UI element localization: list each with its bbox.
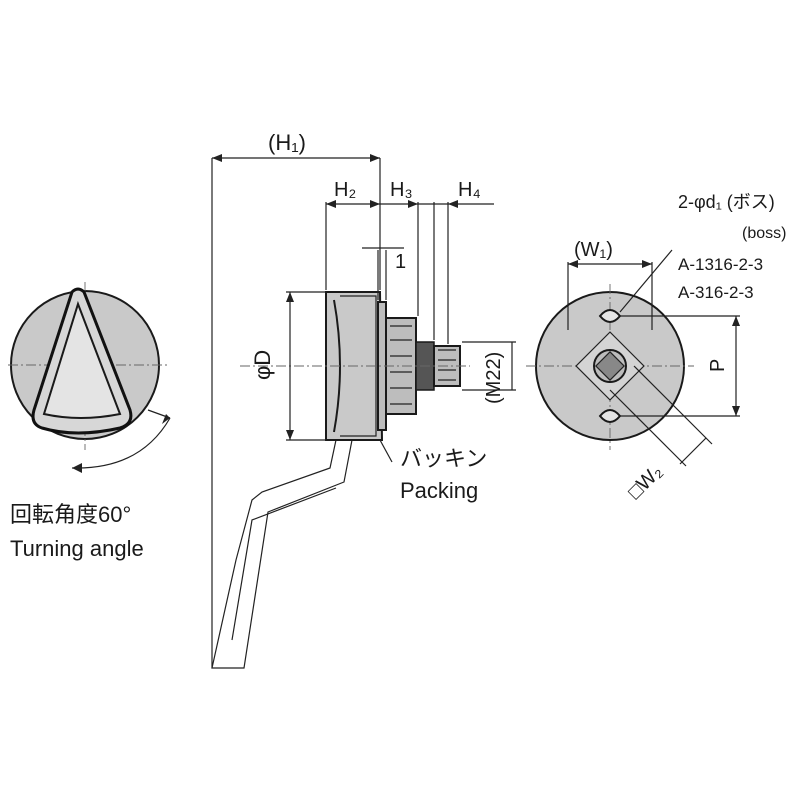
h4-label: H₄ bbox=[458, 179, 481, 201]
grip-triangle-inner bbox=[42, 300, 122, 419]
w1-arrow-right bbox=[642, 260, 652, 268]
side-view: (H₁) H₂ H₃ H₄ 1 φD (M22) バッキン Pac bbox=[211, 130, 516, 669]
p-label: P bbox=[707, 359, 729, 372]
boss-jp-label: 2-φd₁ (ボス) bbox=[678, 192, 775, 212]
arc-arrow-left bbox=[72, 463, 82, 473]
front-view: 回転角度60° Turning angle bbox=[8, 282, 171, 561]
model-a-label: A-1316-2-3 bbox=[678, 255, 763, 274]
model-b-label: A-316-2-3 bbox=[678, 283, 754, 302]
w2-label: □W₂ bbox=[624, 461, 667, 504]
thread-lines bbox=[390, 325, 412, 405]
p-arrow-bottom bbox=[732, 406, 740, 416]
arc-arrow-right bbox=[162, 414, 170, 424]
h3-label: H₃ bbox=[390, 179, 413, 201]
h3-arrow-right bbox=[408, 200, 418, 208]
h1-label: (H₁) bbox=[268, 130, 306, 155]
w2-dimension-line bbox=[679, 437, 707, 465]
center-square bbox=[595, 351, 625, 381]
lever-handle-inner-line bbox=[231, 487, 337, 641]
w2-ext-b bbox=[609, 389, 687, 467]
turning-angle-arc bbox=[71, 417, 171, 469]
w1-arrow-left bbox=[568, 260, 578, 268]
packing-thickness-label: 1 bbox=[395, 251, 406, 273]
m22-label: (M22) bbox=[483, 352, 505, 404]
h2-arrow-right bbox=[370, 200, 380, 208]
packing-jp-label: バッキン bbox=[400, 446, 487, 471]
w1-label: (W₁) bbox=[574, 239, 613, 261]
p-arrow-top bbox=[732, 316, 740, 326]
rear-view: (W₁) 2-φd₁ (ボス) (boss) A-1316-2-3 A-316-… bbox=[526, 192, 786, 504]
phid-arrow-bottom bbox=[286, 430, 294, 440]
boss-en-label: (boss) bbox=[742, 225, 786, 242]
h1-arrow-right bbox=[370, 154, 380, 162]
packing-en-label: Packing bbox=[400, 478, 478, 503]
phid-arrow-top bbox=[286, 292, 294, 302]
boss-leader bbox=[619, 249, 673, 313]
turning-angle-jp-label: 回転角度60° bbox=[10, 502, 131, 527]
h2-arrow-left bbox=[326, 200, 336, 208]
h4-arrow-left bbox=[448, 200, 458, 208]
h2-label: H₂ bbox=[334, 179, 356, 201]
boss-hole-bottom bbox=[598, 409, 622, 423]
turning-angle-en-label: Turning angle bbox=[10, 536, 144, 561]
packing-leader bbox=[379, 439, 393, 463]
h1-arrow-left bbox=[212, 154, 222, 162]
cam-lines bbox=[438, 349, 456, 381]
boss-hole-top bbox=[598, 309, 622, 323]
phid-label: φD bbox=[250, 350, 275, 380]
w2-ext-a bbox=[633, 365, 713, 445]
